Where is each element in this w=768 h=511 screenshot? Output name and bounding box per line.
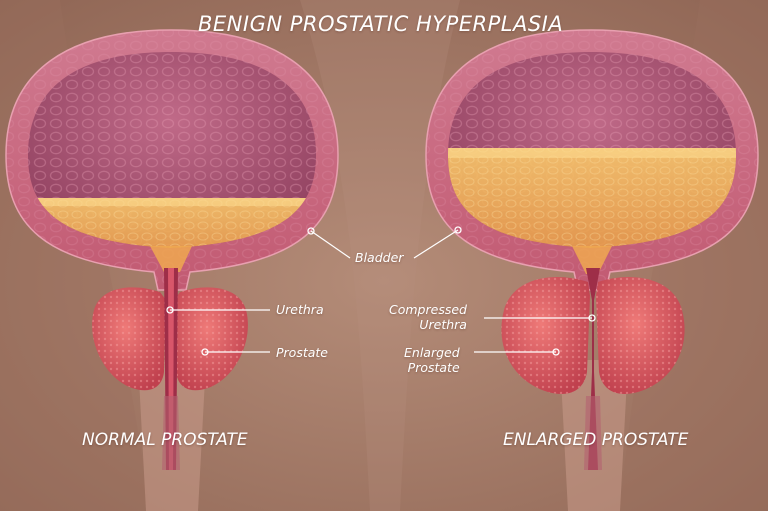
bladder-label: Bladder <box>355 250 404 265</box>
compressed-urethra <box>586 268 600 470</box>
prostate-label: Prostate <box>276 345 328 360</box>
backdrop-shape <box>300 0 460 511</box>
urethra-label: Urethra <box>276 302 324 317</box>
enlarged-prostate-caption: ENLARGED PROSTATE <box>503 430 689 450</box>
diagram-title: BENIGN PROSTATIC HYPERPLASIA <box>198 12 564 36</box>
compressed-urethra-label-line: Compressed <box>389 302 467 317</box>
compressed-urethra-label-line: Urethra <box>419 317 467 332</box>
enlarged-prostate-label-line: Prostate <box>407 360 460 375</box>
enlarged-anatomy <box>425 29 759 511</box>
normal-prostate-caption: NORMAL PROSTATE <box>82 430 248 450</box>
compressed-urethra-label: Compressed Urethra <box>389 302 467 332</box>
enlarged-prostate-label-line: Enlarged <box>404 345 460 360</box>
normal-anatomy <box>5 29 339 511</box>
leader-lines <box>170 229 592 353</box>
bladder-leader-right <box>413 229 459 259</box>
enlarged-prostate-label: Enlarged Prostate <box>404 345 460 375</box>
bladder-leader-left <box>310 230 351 259</box>
